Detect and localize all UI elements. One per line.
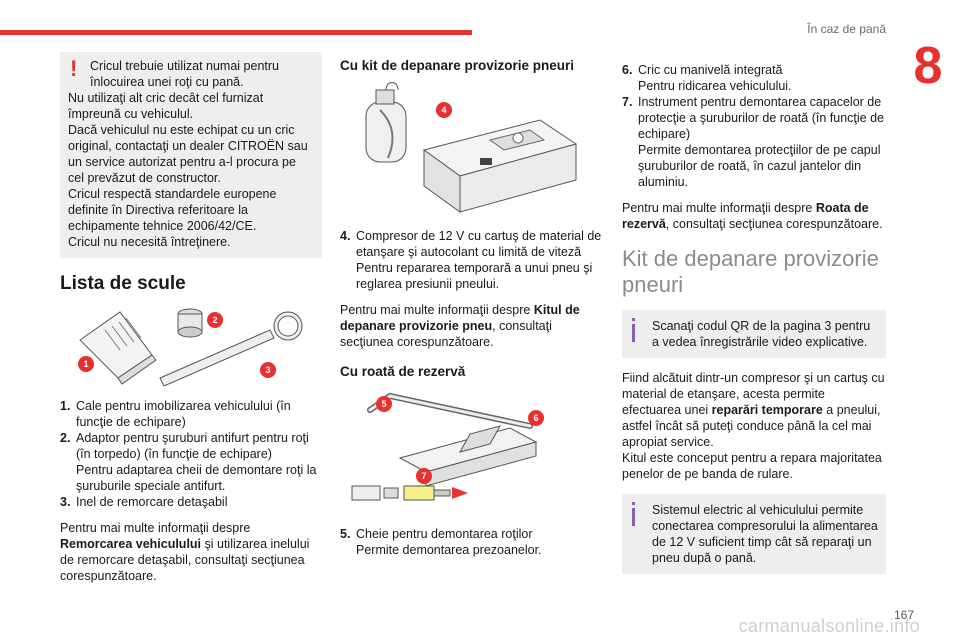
- kit-paragraph: Pentru mai multe informaţii despre Kitul…: [340, 303, 580, 349]
- callout-7: 7: [416, 468, 432, 484]
- callout-3: 3: [260, 362, 276, 378]
- header-accent-bar: [0, 30, 472, 35]
- warning-line: Cricul respectă standardele europene def…: [68, 187, 277, 233]
- kit-description: Fiind alcătuit dintr-un compresor şi un …: [622, 371, 885, 449]
- info-icon: [632, 318, 635, 342]
- chapter-number: 8: [913, 37, 943, 95]
- list-item: 3.Inel de remorcare detaşabil: [60, 495, 228, 509]
- spare-wheel-heading: Cu roată de rezervă: [340, 364, 466, 379]
- column-2: Cu kit de depanare provizorie pneuri 4 4…: [340, 52, 602, 558]
- svg-text:6: 6: [533, 413, 538, 423]
- warning-box: ! Cricul trebuie utilizat numai pentru î…: [60, 52, 322, 258]
- warning-first: Cricul trebuie utilizat numai pentru înl…: [90, 59, 279, 89]
- callout-2: 2: [207, 312, 223, 328]
- info-text: Scanaţi codul QR de la pagina 3 pentru a…: [652, 319, 871, 349]
- svg-text:4: 4: [441, 105, 446, 115]
- list-item: 1.Cale pentru imobilizarea vehiculului (…: [60, 399, 291, 429]
- kit-section-title: Kit de depanare provizorie pneuri: [622, 246, 879, 297]
- callout-4: 4: [436, 102, 452, 118]
- callout-5: 5: [376, 396, 392, 412]
- kit-heading: Cu kit de depanare provizorie pneuri: [340, 58, 575, 73]
- compressor-illustration: 4: [365, 82, 578, 213]
- callout-6: 6: [528, 410, 544, 426]
- warning-icon: !: [70, 56, 78, 81]
- info-text: Sistemul electric al vehiculului permite…: [652, 503, 878, 565]
- jack-illustration: 5 6 7: [351, 392, 544, 501]
- svg-text:3: 3: [265, 365, 270, 375]
- column-1: ! Cricul trebuie utilizat numai pentru î…: [60, 52, 322, 584]
- info-box: Scanaţi codul QR de la pagina 3 pentru a…: [622, 310, 886, 358]
- warning-line: Nu utilizaţi alt cric decât cel furnizat…: [68, 91, 264, 121]
- tools-list: 1.Cale pentru imobilizarea vehiculului (…: [60, 398, 322, 510]
- watermark: carmanualsonline.info: [738, 616, 920, 636]
- section-title: În caz de pană: [807, 22, 886, 36]
- spare-wheel-paragraph: Pentru mai multe informaţii despre Roata…: [622, 201, 883, 231]
- svg-text:5: 5: [381, 399, 386, 409]
- callout-1: 1: [78, 356, 94, 372]
- list-item: 7.Instrument pentru demontarea capacelor…: [622, 95, 884, 189]
- tools-illustration: 1 2 3: [78, 308, 303, 387]
- svg-text:1: 1: [83, 359, 88, 369]
- info-box: Sistemul electric al vehiculului permite…: [622, 494, 886, 574]
- svg-text:2: 2: [212, 315, 217, 325]
- page-number: 167: [893, 608, 914, 622]
- list-item: 4.Compresor de 12 V cu cartuş de materia…: [340, 229, 602, 291]
- info-icon: [632, 502, 635, 526]
- towing-paragraph: Pentru mai multe informaţii despre Remor…: [60, 521, 310, 583]
- warning-line: Cricul nu necesită întreţinere.: [68, 235, 231, 249]
- svg-text:7: 7: [421, 471, 426, 481]
- list-item: 2.Adaptor pentru şuruburi antifurt pentr…: [60, 431, 317, 493]
- kit-scope: Kitul este conceput pentru a repara majo…: [622, 451, 882, 481]
- warning-line: Dacă vehiculul nu este echipat cu un cri…: [68, 123, 308, 185]
- tools-title: Lista de scule: [60, 273, 186, 294]
